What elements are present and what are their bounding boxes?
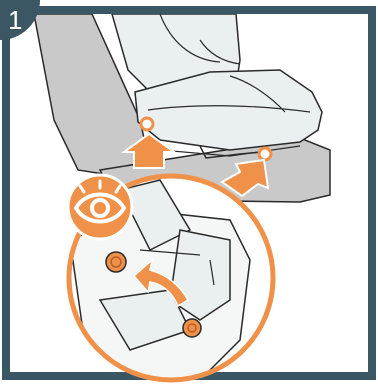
anchor-point-left xyxy=(139,116,155,132)
booster-base xyxy=(134,69,323,151)
arrow-icon xyxy=(132,257,190,308)
eye-icon xyxy=(66,173,134,241)
latch-button-upper xyxy=(105,251,127,273)
arrow-icon xyxy=(120,132,178,169)
anchor-point-right xyxy=(257,146,273,162)
latch-button-lower xyxy=(182,318,202,338)
arrow-icon xyxy=(220,158,270,198)
